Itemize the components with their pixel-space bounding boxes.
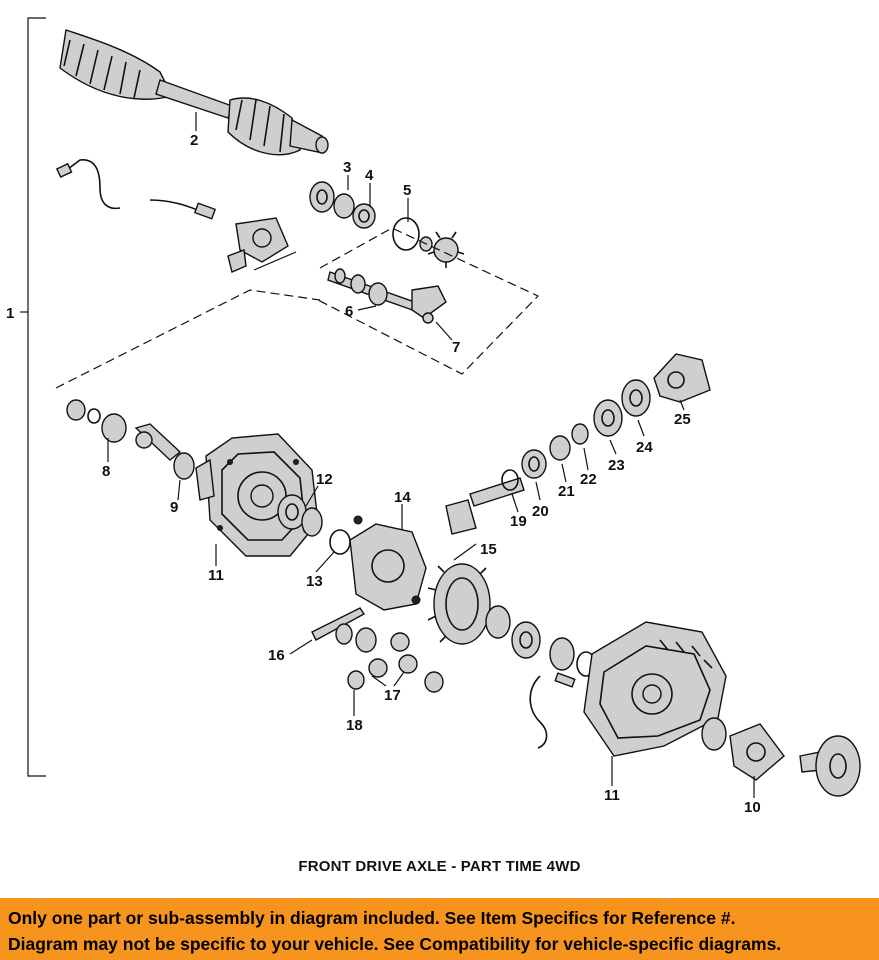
callout-1: 1 <box>6 305 14 322</box>
callout-10: 10 <box>744 799 761 816</box>
shift-fork-assembly <box>327 268 447 324</box>
callout-19: 19 <box>510 513 527 530</box>
callout-13: 13 <box>306 573 323 590</box>
pinion-assembly <box>501 353 711 491</box>
callout-6: 6 <box>345 303 353 320</box>
right-axle-housing <box>529 621 727 757</box>
callout-18: 18 <box>346 717 363 734</box>
diagram-caption: FRONT DRIVE AXLE - PART TIME 4WD <box>298 858 581 875</box>
notice-line-1: Only one part or sub-assembly in diagram… <box>8 908 736 928</box>
notice-banner: Only one part or sub-assembly in diagram… <box>0 898 879 960</box>
right-bearings <box>485 605 596 677</box>
callout-11-right: 11 <box>604 787 620 804</box>
callout-12: 12 <box>316 471 333 488</box>
notice-line-2: Diagram may not be specific to your vehi… <box>8 934 782 954</box>
differential-case <box>349 515 427 611</box>
cv-axle-shaft <box>59 29 329 156</box>
callout-11-left: 11 <box>208 567 224 584</box>
callout-3: 3 <box>343 159 351 176</box>
callout-24: 24 <box>636 439 653 456</box>
callout-15: 15 <box>480 541 497 558</box>
callout-16: 16 <box>268 647 285 664</box>
left-output-components <box>66 399 195 480</box>
clutch-ring-gear <box>392 217 465 268</box>
callout-4: 4 <box>365 167 374 184</box>
carrier-bearings <box>277 494 351 555</box>
spider-gears <box>311 607 444 693</box>
leader-lines <box>107 112 755 798</box>
left-axle-housing <box>195 433 319 557</box>
seal-and-bearing <box>309 181 376 229</box>
callout-14: 14 <box>394 489 411 506</box>
callout-labels: 1 2 3 4 5 6 7 8 9 10 11 11 12 13 14 15 1… <box>6 132 761 816</box>
callout-21: 21 <box>558 483 575 500</box>
assembly-bracket <box>20 17 46 777</box>
callout-8: 8 <box>102 463 110 480</box>
exploded-parts-diagram: 1 2 3 4 5 6 7 8 9 10 11 11 12 13 14 15 1… <box>6 17 861 816</box>
callout-5: 5 <box>403 182 411 199</box>
output-flange <box>701 717 861 797</box>
callout-20: 20 <box>532 503 549 520</box>
callout-7: 7 <box>452 339 460 356</box>
actuator-wire-assembly <box>55 159 297 273</box>
ring-and-pinion <box>427 477 525 645</box>
callout-17: 17 <box>384 687 401 704</box>
callout-23: 23 <box>608 457 625 474</box>
callout-22: 22 <box>580 471 597 488</box>
callout-25: 25 <box>674 411 691 428</box>
callout-9: 9 <box>170 499 178 516</box>
callout-2: 2 <box>190 132 198 149</box>
